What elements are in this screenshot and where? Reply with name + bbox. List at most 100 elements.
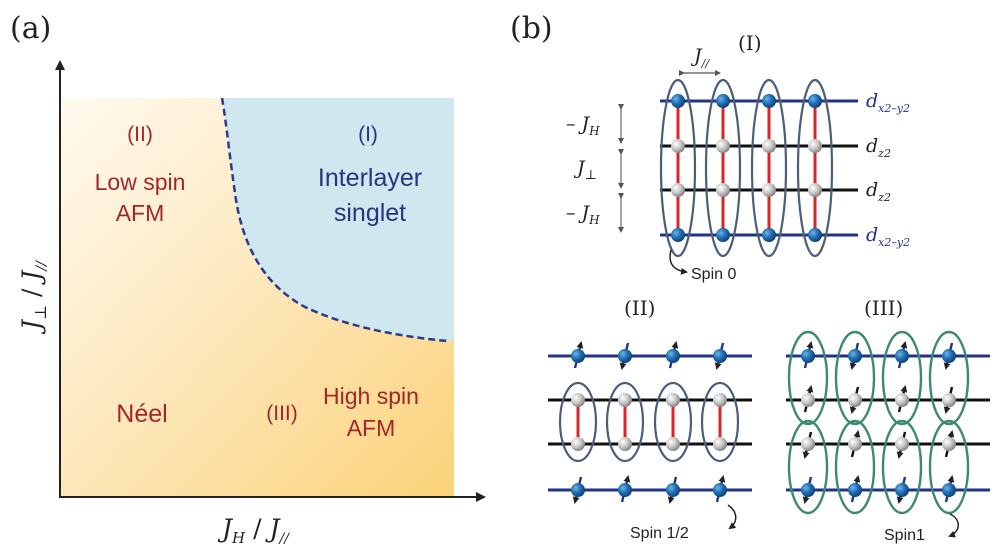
ni-atom-dz2-upper <box>716 139 730 153</box>
singlet-ellipse <box>750 78 788 258</box>
column-4 <box>796 78 834 258</box>
ni-atom-dz2-lower <box>808 183 822 197</box>
ni-atom-dx2y2 <box>666 349 680 363</box>
ni-atom-dz2 <box>571 393 585 407</box>
hund-pair-ellipse <box>881 330 923 426</box>
ni-atom-dz2-lower <box>762 183 776 197</box>
spin1-label: Spin1 <box>884 527 925 544</box>
ni-atom-dx2y2 <box>618 483 632 497</box>
singlet-ellipse <box>704 78 742 258</box>
hund-pair-ellipse <box>928 330 970 426</box>
dz2-singlet-ellipse <box>653 381 693 463</box>
dz2-singlet-ellipse <box>605 381 645 463</box>
ni-atom-dx2y2 <box>713 349 727 363</box>
ni-atom-top <box>716 94 730 108</box>
ni-atom-dx2y2 <box>942 349 956 363</box>
region-ii-line2: AFM <box>116 200 165 226</box>
singlet-ellipse <box>796 78 834 258</box>
hund-pair-ellipse <box>787 419 829 515</box>
panel-a-label: (a) <box>10 11 51 46</box>
dz2-singlet-ellipse <box>558 381 598 463</box>
ni-atom-dx2y2 <box>848 483 862 497</box>
hund-pair-ellipse <box>881 419 923 515</box>
ni-atom-dz2 <box>713 393 727 407</box>
region-i-numeral: (I) <box>358 123 378 146</box>
region-iii-line1: High spin <box>323 383 419 409</box>
ni-atom-top <box>808 94 822 108</box>
ni-atom-dz2-upper <box>762 139 776 153</box>
ni-atom-dz2 <box>895 393 909 407</box>
diagram-i-numeral: (I) <box>738 31 762 55</box>
dz2-singlet-ellipse <box>700 381 740 463</box>
panel-a: (a) JH / J// J⊥ / J// (II) Low spin AFM … <box>10 11 486 547</box>
panel-b: (b) (I) J// – JH J⊥ – JH <box>510 11 990 544</box>
ni-atom-dz2 <box>618 393 632 407</box>
orbital-label-1: dx2–y2 <box>866 90 910 115</box>
region-i-line1: Interlayer <box>318 164 422 192</box>
orbital-label-3: dz2 <box>866 179 891 204</box>
ni-atom-dz2-lower <box>716 183 730 197</box>
hund-pair-ellipse <box>834 419 876 515</box>
ni-atom-bottom <box>808 228 822 242</box>
y-axis-label: J⊥ / J// <box>17 260 50 335</box>
region-iii-line2: AFM <box>347 415 396 441</box>
hund-pair-ellipse <box>928 419 970 515</box>
j-parallel-label: J// <box>690 45 710 70</box>
column-1 <box>659 78 697 258</box>
diagram-ii: (II) <box>548 296 752 542</box>
column-2 <box>704 78 742 258</box>
region-ii-line1: Low spin <box>95 169 186 195</box>
region-iii-numeral: (III) <box>266 402 298 425</box>
jh-label-bottom: – JH <box>566 202 600 227</box>
ni-atom-dz2 <box>801 393 815 407</box>
ni-atom-dx2y2 <box>801 349 815 363</box>
hund-pair-ellipse <box>787 330 829 426</box>
diagram-iii-numeral: (III) <box>864 296 903 320</box>
ni-atom-dx2y2 <box>571 349 585 363</box>
ni-atom-dz2 <box>942 437 956 451</box>
ni-atom-dz2 <box>848 437 862 451</box>
ni-atom-dx2y2 <box>713 483 727 497</box>
ni-atom-dz2-lower <box>671 183 685 197</box>
panel-b-label: (b) <box>510 11 553 46</box>
orbital-label-4: dx2–y2 <box>866 224 910 249</box>
ni-atom-dx2y2 <box>571 483 585 497</box>
ni-atom-dx2y2 <box>848 349 862 363</box>
diagram-ii-numeral: (II) <box>624 296 655 320</box>
singlet-region <box>222 98 454 341</box>
ni-atom-dx2y2 <box>942 483 956 497</box>
ni-atom-dz2-upper <box>808 139 822 153</box>
ni-atom-bottom <box>671 228 685 242</box>
jh-label-top: – JH <box>566 113 600 138</box>
ni-atom-bottom <box>716 228 730 242</box>
hund-pair-ellipse <box>834 330 876 426</box>
region-i-line2: singlet <box>334 199 406 227</box>
ni-atom-dx2y2 <box>666 483 680 497</box>
ni-atom-dz2 <box>666 393 680 407</box>
x-axis-label: JH / J// <box>217 514 290 547</box>
ni-atom-dz2 <box>942 393 956 407</box>
ni-atom-dx2y2 <box>895 349 909 363</box>
ni-atom-dx2y2 <box>801 483 815 497</box>
diagram-i: (I) J// – JH J⊥ – JH <box>566 31 910 283</box>
ni-atom-dz2 <box>666 437 680 451</box>
region-neel-label: Néel <box>116 400 167 428</box>
ni-atom-dx2y2 <box>618 349 632 363</box>
ni-atom-dz2 <box>801 437 815 451</box>
ni-atom-dz2 <box>713 437 727 451</box>
column-3 <box>750 78 788 258</box>
ni-atom-dz2 <box>848 393 862 407</box>
ni-atom-top <box>671 94 685 108</box>
region-ii-numeral: (II) <box>127 123 153 146</box>
spin-half-label: Spin 1/2 <box>630 525 689 542</box>
diagram-iii: (III) <box>786 296 990 544</box>
ni-atom-dz2-upper <box>671 139 685 153</box>
ni-atom-dz2 <box>895 437 909 451</box>
phase-boundary-dashed <box>220 97 448 343</box>
ni-atom-dx2y2 <box>895 483 909 497</box>
orbital-label-2: dz2 <box>866 135 891 160</box>
spin0-label: Spin 0 <box>691 266 736 283</box>
spin0-pointer-arrow <box>669 249 688 275</box>
spin-half-pointer-arrow <box>727 504 737 530</box>
